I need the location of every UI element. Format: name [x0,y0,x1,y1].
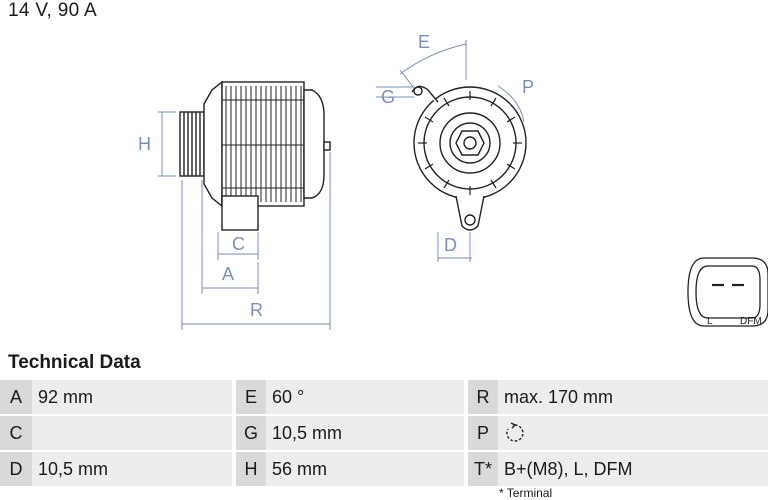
spec-key: G [236,414,266,452]
dimension-letter-p: P [522,77,534,97]
terminal-footnote: * Terminal [499,486,553,500]
technical-data-table: A 92 mm E 60 ° R max. 170 mm C G 10,5 mm… [0,379,768,488]
spec-value: max. 170 mm [498,379,768,416]
connector-pin-dfm-label: DFM [740,316,762,327]
dimension-letter-r: R [250,300,263,320]
dimension-letter-d: D [444,235,457,255]
side-dimension-lines [158,111,331,330]
technical-data-heading: Technical Data [8,352,141,373]
spec-value: 10,5 mm [266,414,464,452]
connector-pin-l-label: L [707,316,713,327]
spec-key: T* [468,450,498,488]
connector-plug-icon [687,257,768,327]
spec-value-rotation [498,414,768,452]
front-dimension-lines [376,40,525,262]
spec-value [32,414,232,452]
dimension-letter-c: C [232,234,245,254]
alternator-side-view [179,80,331,231]
spec-value: 56 mm [266,450,464,488]
alternator-front-view [411,85,527,231]
spec-value: 92 mm [32,379,232,416]
table-row: C G 10,5 mm P [0,414,768,452]
spec-key: E [236,379,266,416]
dimension-letter-h: H [138,134,151,154]
table-row: D 10,5 mm H 56 mm T* B+(M8), L, DFM [0,450,768,488]
spec-key: D [0,450,32,488]
table-row: A 92 mm E 60 ° R max. 170 mm [0,379,768,416]
rotation-clockwise-icon [506,422,524,442]
spec-key: A [0,379,32,416]
product-title: 14 V, 90 A [8,0,97,21]
dimension-letter-a: A [222,264,234,284]
spec-value: 10,5 mm [32,450,232,488]
alternator-drawing: H C A R E [138,32,768,330]
spec-key: C [0,414,32,452]
spec-key: R [468,379,498,416]
spec-key: H [236,450,266,488]
dimension-letter-e: E [418,32,430,52]
spec-value: 60 ° [266,379,464,416]
spec-value: B+(M8), L, DFM [498,450,768,488]
spec-key: P [468,414,498,452]
dimension-letter-g: G [381,87,395,107]
